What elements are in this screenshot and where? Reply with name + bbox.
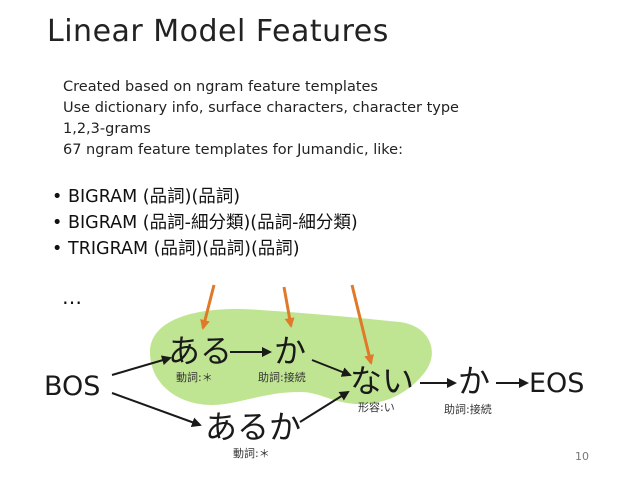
bullet-text: BIGRAM (品詞)(品詞) bbox=[68, 187, 241, 207]
bullet-item: •TRIGRAM (品詞)(品詞)(品詞) bbox=[52, 236, 358, 262]
edge-bos-aru bbox=[111, 355, 172, 376]
pos-label-aruka: 動詞:＊ bbox=[233, 446, 270, 460]
intro-text: Created based on ngram feature templates… bbox=[63, 77, 459, 161]
feature-arrow bbox=[200, 284, 216, 330]
node-ka1: か bbox=[274, 332, 306, 370]
feature-arrow bbox=[282, 286, 295, 328]
pos-label-ka1: 助詞:接続 bbox=[258, 370, 306, 384]
edge-bos-aruka bbox=[111, 392, 202, 427]
bullet-text: BIGRAM (品詞-細分類)(品詞-細分類) bbox=[68, 213, 358, 233]
page-number: 10 bbox=[575, 450, 589, 463]
pos-label-ka2: 助詞:接続 bbox=[444, 402, 492, 416]
node-eos: EOS bbox=[529, 368, 584, 399]
highlight-region bbox=[150, 308, 432, 405]
ellipsis: … bbox=[62, 285, 82, 309]
node-nai: ない bbox=[350, 362, 414, 400]
bullet-icon: • bbox=[52, 213, 63, 233]
intro-line: Created based on ngram feature templates bbox=[63, 79, 378, 95]
feature-arrow bbox=[350, 284, 374, 365]
node-aru: ある bbox=[168, 332, 232, 370]
node-aruka: あるか bbox=[205, 408, 301, 446]
bullet-icon: • bbox=[52, 187, 63, 207]
intro-line: 67 ngram feature templates for Jumandic,… bbox=[63, 142, 403, 158]
bullet-text: TRIGRAM (品詞)(品詞)(品詞) bbox=[68, 239, 300, 259]
node-bos: BOS bbox=[44, 371, 100, 402]
pos-label-aru: 動詞:＊ bbox=[176, 370, 213, 384]
intro-line: 1,2,3-grams bbox=[63, 121, 151, 137]
bullet-list: •BIGRAM (品詞)(品詞) •BIGRAM (品詞-細分類)(品詞-細分類… bbox=[52, 184, 358, 262]
node-ka2: か bbox=[458, 362, 490, 400]
edge-ka1-nai bbox=[311, 359, 352, 377]
pos-label-nai: 形容:い bbox=[358, 400, 395, 414]
slide-title: Linear Model Features bbox=[47, 14, 389, 49]
bullet-item: •BIGRAM (品詞-細分類)(品詞-細分類) bbox=[52, 210, 358, 236]
bullet-icon: • bbox=[52, 239, 63, 259]
intro-line: Use dictionary info, surface characters,… bbox=[63, 100, 459, 116]
edge-aruka-nai bbox=[299, 390, 350, 423]
bullet-item: •BIGRAM (品詞)(品詞) bbox=[52, 184, 358, 210]
